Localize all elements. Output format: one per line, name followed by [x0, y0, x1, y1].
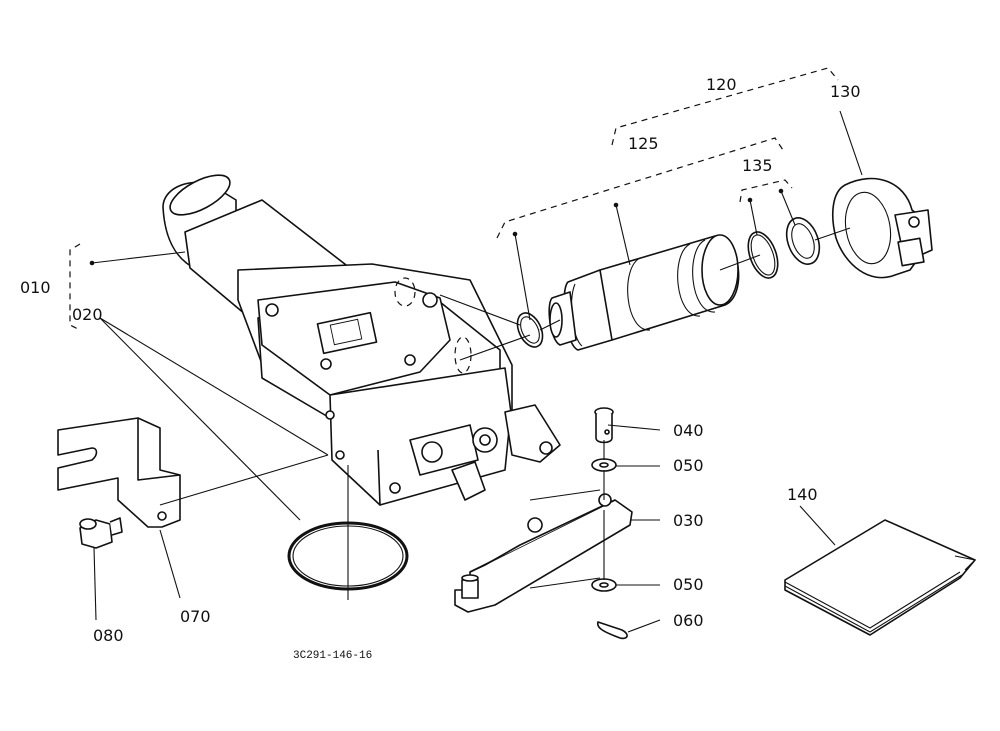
- washer-050-lower: [591, 578, 617, 592]
- cotter-pin-060: [596, 621, 628, 640]
- label-050-lower: 050: [673, 575, 704, 594]
- label-040: 040: [673, 421, 704, 440]
- label-010: 010: [20, 278, 51, 297]
- label-060: 060: [673, 611, 704, 630]
- label-080: 080: [93, 626, 124, 645]
- label-120: 120: [706, 75, 737, 94]
- o-ring-135-b: [785, 217, 821, 265]
- group-bracket-135: [739, 179, 793, 203]
- lever-plate: [454, 493, 633, 613]
- part-labels: 010 020 030 040 050 050 060 070 080 120 …: [20, 75, 861, 662]
- label-130: 130: [830, 82, 861, 101]
- label-140: 140: [787, 485, 818, 504]
- o-ring-cartridge: [516, 312, 544, 348]
- clamp-130: [831, 177, 933, 279]
- group-bracket-010: [69, 243, 81, 331]
- label-030: 030: [673, 511, 704, 530]
- label-020: 020: [72, 305, 103, 324]
- bolt-080: [79, 517, 123, 549]
- bracket-070: [57, 417, 181, 528]
- o-ring-135-a: [747, 231, 779, 279]
- drawing-code: 3C291-146-16: [293, 650, 372, 662]
- label-125: 125: [628, 134, 659, 153]
- pin-040: [594, 407, 614, 444]
- label-050-upper: 050: [673, 456, 704, 475]
- valve-body: [162, 174, 561, 506]
- group-bracket-125: [496, 137, 784, 239]
- washer-050-upper: [591, 458, 617, 472]
- leader-lines: [89, 110, 863, 633]
- label-135: 135: [742, 156, 773, 175]
- label-070: 070: [180, 607, 211, 626]
- manual-140: [784, 519, 977, 636]
- group-bracket-120: [611, 67, 839, 146]
- cartridge-125: [548, 234, 740, 351]
